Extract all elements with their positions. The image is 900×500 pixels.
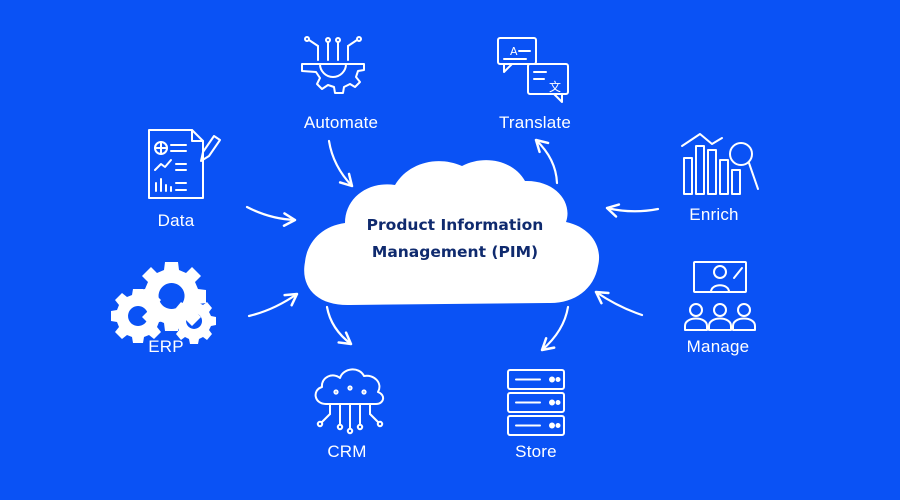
svg-text:文: 文 [549, 79, 561, 94]
node-label-crm: CRM [327, 442, 367, 461]
arrow-data-to-pim [245, 205, 297, 227]
pim-title: Product Information Management (PIM) [305, 212, 605, 266]
connection-arrows [245, 138, 660, 352]
gear-circuit-icon [301, 36, 365, 94]
arrow-manage-to-pim [594, 290, 644, 317]
arrow-automate-to-pim [327, 139, 354, 188]
node-label-translate: Translate [498, 113, 572, 132]
server-rack-icon [507, 369, 565, 436]
node-label-erp: ERP [148, 337, 184, 356]
node-label-store: Store [515, 442, 557, 461]
svg-text:A: A [510, 45, 518, 58]
arrow-pim-to-crm [325, 305, 353, 346]
pim-cloud-shape [304, 160, 600, 306]
translate-chat-icon: A 文 [497, 37, 569, 103]
team-presentation-icon [684, 261, 756, 331]
node-label-automate: Automate [303, 113, 379, 132]
node-label-data: Data [157, 211, 195, 230]
arrow-pim-to-store [540, 305, 570, 352]
node-label-manage: Manage [686, 337, 750, 356]
document-chart-icon [148, 129, 221, 199]
arrow-erp-to-pim [247, 292, 299, 318]
cloud-network-icon [314, 368, 384, 435]
node-label-enrich: Enrich [689, 205, 739, 224]
pim-title-line-2: Management (PIM) [371, 243, 539, 261]
bar-chart-magnifier-icon [681, 133, 759, 195]
arrow-pim-to-enrich [605, 203, 660, 218]
arrow-pim-to-translate [534, 138, 559, 185]
gears-icon [111, 262, 216, 344]
pim-title-line-1: Product Information [366, 216, 544, 234]
